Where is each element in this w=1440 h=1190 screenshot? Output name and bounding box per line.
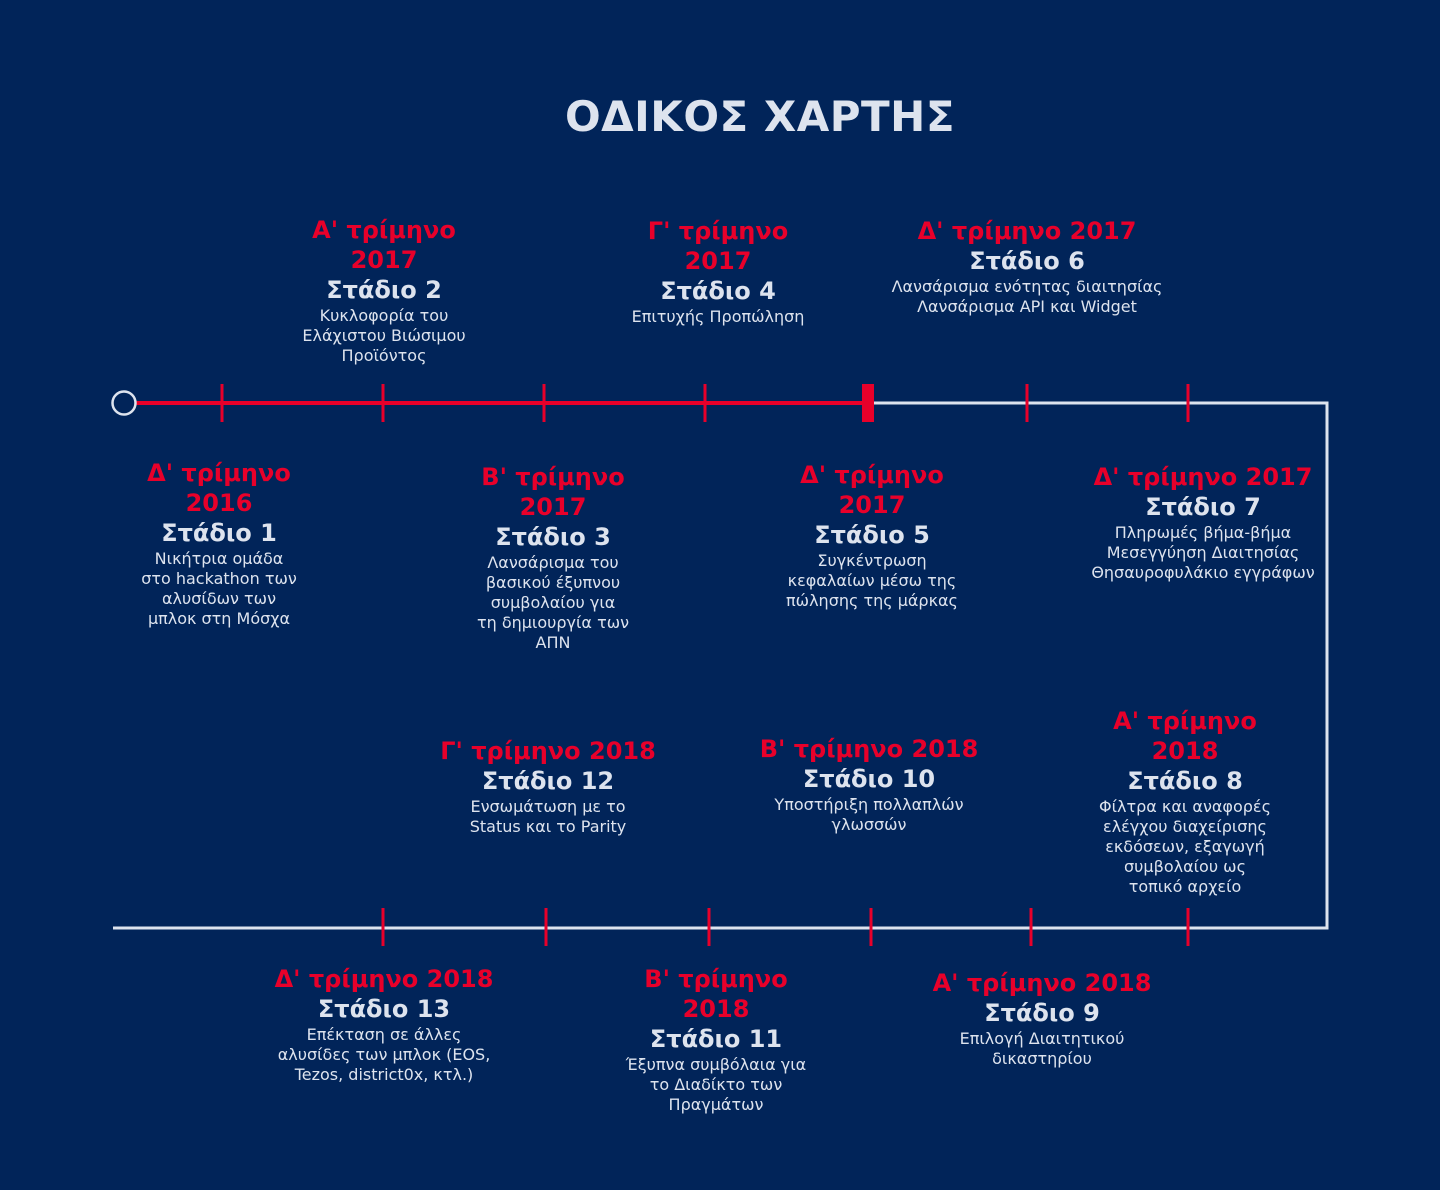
stage-quarter: Α' τρίμηνο 2018 bbox=[932, 969, 1152, 997]
stage-quarter: Δ' τρίμηνο bbox=[800, 461, 944, 489]
stage-quarter: Γ' τρίμηνο 2018 bbox=[440, 737, 656, 765]
start-marker bbox=[111, 390, 137, 416]
stage-quarter-year: 2016 bbox=[185, 489, 253, 517]
stage-name: Στάδιο 12 bbox=[481, 767, 615, 795]
stage-quarter: Β' τρίμηνο bbox=[644, 965, 788, 993]
stage-6: Δ' τρίμηνο 2017 Στάδιο 6 Λανσάρισμα ενότ… bbox=[892, 216, 1163, 317]
stage-name: Στάδιο 3 bbox=[495, 523, 611, 551]
stage-quarter-year: 2017 bbox=[519, 493, 587, 521]
stage-description: Επιτυχής Προπώληση bbox=[631, 307, 805, 326]
stage-quarter: Δ' τρίμηνο 2017 bbox=[917, 217, 1137, 245]
track-upcoming bbox=[113, 401, 1329, 930]
stage-11: Β' τρίμηνο 2018 Στάδιο 11 Έξυπνα συμβόλα… bbox=[626, 964, 806, 1115]
stage-name: Στάδιο 5 bbox=[814, 521, 930, 549]
stage-name: Στάδιο 8 bbox=[1127, 767, 1243, 795]
stage-name: Στάδιο 10 bbox=[802, 765, 936, 793]
stage-quarter: Β' τρίμηνο 2018 bbox=[759, 735, 979, 763]
stage-name: Στάδιο 11 bbox=[649, 1025, 783, 1053]
stage-10: Β' τρίμηνο 2018 Στάδιο 10 Υποστήριξη πολ… bbox=[760, 734, 979, 835]
stage-quarter-year: 2017 bbox=[350, 246, 418, 274]
stage-7: Δ' τρίμηνο 2017 Στάδιο 7 Πληρωμές βήμα-β… bbox=[1091, 462, 1314, 583]
stage-4: Γ' τρίμηνο 2017 Στάδιο 4 Επιτυχής Προπώλ… bbox=[632, 216, 805, 327]
stage-name: Στάδιο 9 bbox=[984, 999, 1100, 1027]
stage-quarter: Β' τρίμηνο bbox=[481, 463, 625, 491]
page-title: ΟΔΙΚΟΣ ΧΑΡΤΗΣ bbox=[564, 92, 956, 141]
stage-quarter-year: 2018 bbox=[1151, 737, 1219, 765]
stage-quarter: Α' τρίμηνο bbox=[312, 216, 456, 244]
stage-name: Στάδιο 6 bbox=[969, 247, 1085, 275]
stage-quarter: Δ' τρίμηνο bbox=[147, 459, 291, 487]
stage-name: Στάδιο 4 bbox=[660, 277, 776, 305]
stage-9: Α' τρίμηνο 2018 Στάδιο 9 Επιλογή Διαιτητ… bbox=[933, 968, 1152, 1069]
stage-name: Στάδιο 2 bbox=[326, 276, 442, 304]
stage-name: Στάδιο 1 bbox=[161, 519, 277, 547]
stage-12: Γ' τρίμηνο 2018 Στάδιο 12 Ενσωμάτωση με … bbox=[440, 736, 656, 837]
stage-quarter: Δ' τρίμηνο 2018 bbox=[274, 965, 494, 993]
stage-8: Α' τρίμηνο 2018 Στάδιο 8 Φίλτρα και αναφ… bbox=[1099, 706, 1271, 897]
stage-name: Στάδιο 13 bbox=[317, 995, 451, 1023]
stage-quarter: Δ' τρίμηνο 2017 bbox=[1093, 463, 1313, 491]
current-marker bbox=[862, 384, 874, 422]
stage-quarter-year: 2018 bbox=[682, 995, 750, 1023]
stage-quarter: Γ' τρίμηνο bbox=[647, 217, 789, 245]
stage-quarter-year: 2017 bbox=[838, 491, 906, 519]
stage-13: Δ' τρίμηνο 2018 Στάδιο 13 Επέκταση σε άλ… bbox=[275, 964, 494, 1085]
stage-name: Στάδιο 7 bbox=[1145, 493, 1261, 521]
stage-quarter-year: 2017 bbox=[684, 247, 752, 275]
stage-quarter: Α' τρίμηνο bbox=[1113, 707, 1257, 735]
